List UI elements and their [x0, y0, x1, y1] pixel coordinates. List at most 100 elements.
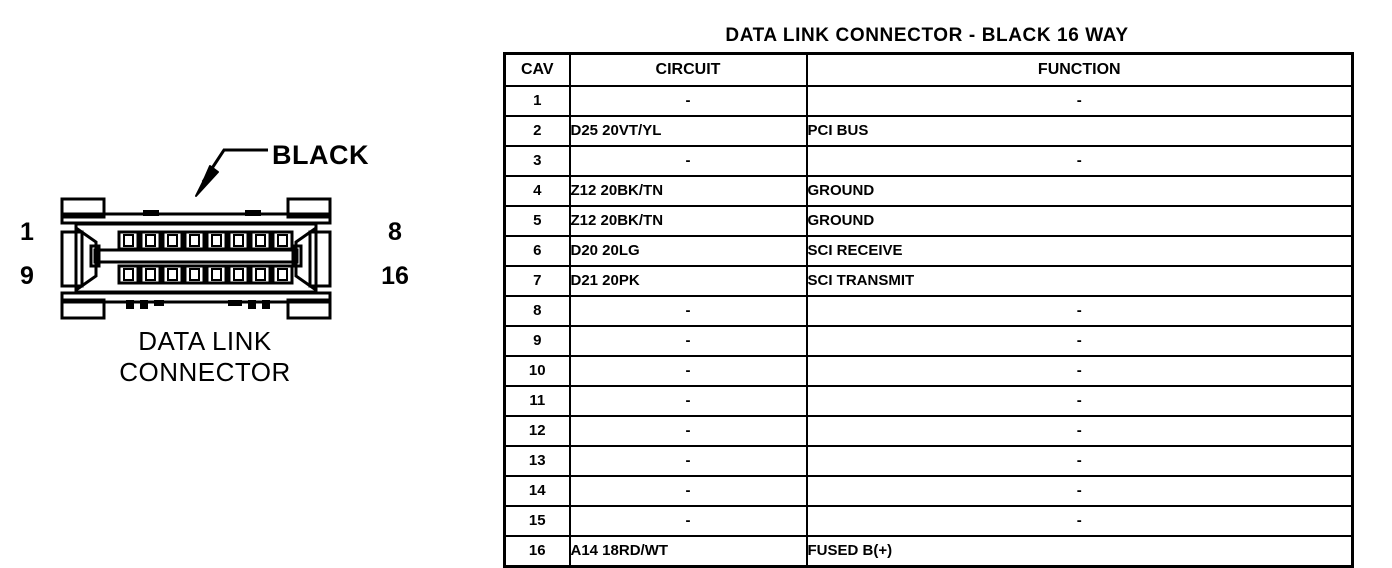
- table-header-row: CAV CIRCUIT FUNCTION: [503, 52, 1354, 87]
- table-row: 11--: [503, 385, 1354, 417]
- table-row: 13--: [503, 445, 1354, 477]
- cell-function: GROUND: [805, 205, 1354, 237]
- cell-function: -: [805, 355, 1354, 387]
- caption-line-1: DATA LINK: [138, 326, 272, 356]
- pinout-table-panel: DATA LINK CONNECTOR - BLACK 16 WAY CAV C…: [503, 25, 1354, 568]
- cell-circuit: -: [568, 385, 808, 417]
- cell-circuit: A14 18RD/WT: [568, 535, 808, 568]
- cell-cav: 5: [503, 205, 571, 237]
- cell-function: -: [805, 415, 1354, 447]
- column-header-function: FUNCTION: [805, 52, 1354, 87]
- cavity-pin-4: [183, 230, 206, 251]
- black-callout-label: BLACK: [272, 140, 369, 170]
- data-link-connector-drawing: [60, 148, 332, 320]
- cell-circuit: -: [568, 295, 808, 327]
- cell-circuit: -: [568, 145, 808, 177]
- cell-circuit: D21 20PK: [568, 265, 808, 297]
- cell-cav: 8: [503, 295, 571, 327]
- cavity-pin-10: [139, 264, 162, 285]
- cell-circuit: -: [568, 355, 808, 387]
- column-header-circuit: CIRCUIT: [568, 52, 808, 87]
- cell-circuit: -: [568, 85, 808, 117]
- cell-function: -: [805, 325, 1354, 357]
- pin-number-label-8: 8: [388, 218, 402, 246]
- cell-cav: 2: [503, 115, 571, 147]
- table-row: 12--: [503, 415, 1354, 447]
- cell-cav: 15: [503, 505, 571, 537]
- cavity-pin-2: [139, 230, 162, 251]
- cell-function: FUSED B(+): [805, 535, 1354, 568]
- cavity-pin-12: [183, 264, 206, 285]
- cavity-pin-3: [161, 230, 184, 251]
- cell-circuit: -: [568, 505, 808, 537]
- table-row: 10--: [503, 355, 1354, 387]
- connector-caption: DATA LINK CONNECTOR: [60, 326, 350, 387]
- cell-circuit: -: [568, 445, 808, 477]
- cavity-pin-6: [227, 230, 250, 251]
- cell-cav: 11: [503, 385, 571, 417]
- pin-number-label-9: 9: [20, 262, 34, 290]
- pin-number-label-1: 1: [20, 218, 34, 246]
- cavity-pin-14: [227, 264, 250, 285]
- cell-function: -: [805, 85, 1354, 117]
- cavity-pin-11: [161, 264, 184, 285]
- cell-function: -: [805, 385, 1354, 417]
- table-row: 8--: [503, 295, 1354, 327]
- cell-cav: 9: [503, 325, 571, 357]
- cell-cav: 7: [503, 265, 571, 297]
- cavity-pin-1: [117, 230, 140, 251]
- cell-circuit: D20 20LG: [568, 235, 808, 267]
- cell-circuit: -: [568, 325, 808, 357]
- column-header-cav: CAV: [503, 52, 571, 87]
- black-callout-leader: [195, 148, 268, 197]
- table-row: 1--: [503, 85, 1354, 117]
- cavity-pin-15: [249, 264, 272, 285]
- cavity-pin-9: [117, 264, 140, 285]
- caption-line-2: CONNECTOR: [119, 356, 291, 387]
- cell-function: -: [805, 445, 1354, 477]
- cell-function: PCI BUS: [805, 115, 1354, 147]
- table-row: 9--: [503, 325, 1354, 357]
- cell-circuit: -: [568, 475, 808, 507]
- cavity-pin-5: [205, 230, 228, 251]
- cavity-pin-13: [205, 264, 228, 285]
- cell-function: GROUND: [805, 175, 1354, 207]
- cell-circuit: D25 20VT/YL: [568, 115, 808, 147]
- table-row: 15--: [503, 505, 1354, 537]
- cavity-pin-7: [249, 230, 272, 251]
- cavity-pin-8: [271, 230, 294, 251]
- connector-illustration-panel: BLACK 1 9 8 16 DATA LINK CONNECTOR: [0, 0, 470, 560]
- cell-cav: 16: [503, 535, 571, 568]
- cell-cav: 12: [503, 415, 571, 447]
- table-title: DATA LINK CONNECTOR - BLACK 16 WAY: [725, 25, 1129, 46]
- cavity-row-top: [117, 230, 294, 251]
- cell-cav: 1: [503, 85, 571, 117]
- cell-function: -: [805, 475, 1354, 507]
- cell-cav: 3: [503, 145, 571, 177]
- cell-function: -: [805, 505, 1354, 537]
- cell-function: -: [805, 295, 1354, 327]
- cell-cav: 13: [503, 445, 571, 477]
- cell-circuit: Z12 20BK/TN: [568, 175, 808, 207]
- cavity-pin-16: [271, 264, 294, 285]
- cell-cav: 10: [503, 355, 571, 387]
- table-row: 3--: [503, 145, 1354, 177]
- cell-circuit: -: [568, 415, 808, 447]
- cell-circuit: Z12 20BK/TN: [568, 205, 808, 237]
- cell-cav: 4: [503, 175, 571, 207]
- connector-housing: [60, 197, 332, 320]
- cell-function: SCI RECEIVE: [805, 235, 1354, 267]
- cell-cav: 14: [503, 475, 571, 507]
- cell-function: -: [805, 145, 1354, 177]
- pin-number-label-16: 16: [381, 262, 409, 290]
- cell-function: SCI TRANSMIT: [805, 265, 1354, 297]
- cavity-row-bottom: [117, 264, 294, 285]
